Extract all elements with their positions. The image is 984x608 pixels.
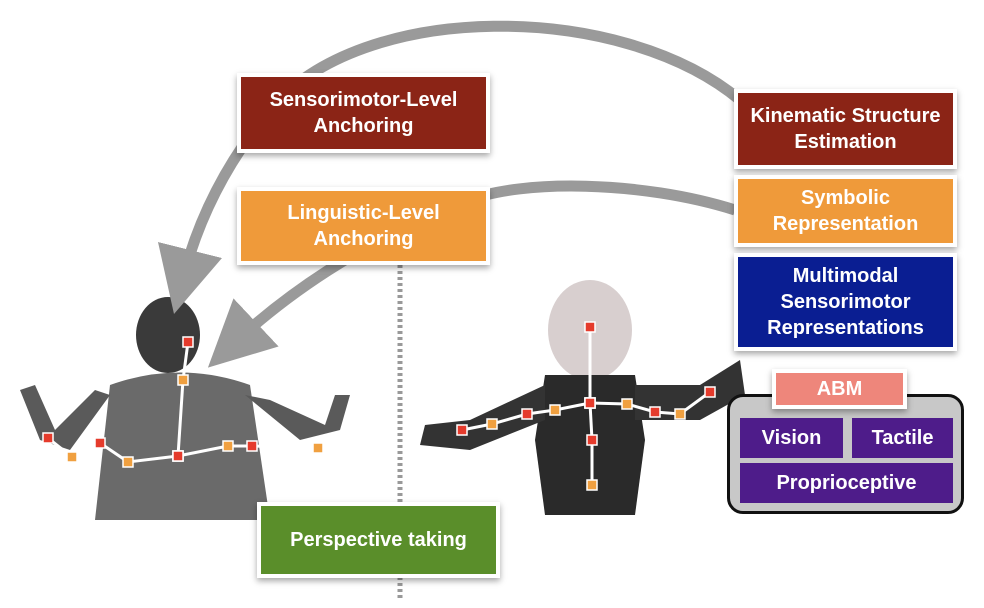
- multimodal-representations-box: Multimodal Sensorimotor Representations: [734, 253, 957, 351]
- skeleton-joint: [486, 418, 498, 430]
- skeleton-link: [588, 327, 594, 485]
- tactile-box: Tactile: [852, 418, 953, 458]
- symbolic-representation-box: Symbolic Representation: [734, 175, 957, 247]
- perspective-taking-box: Perspective taking: [257, 502, 500, 578]
- skeletons: [42, 321, 716, 491]
- skeleton-joint: [621, 398, 633, 410]
- sensorimotor-anchoring-box: Sensorimotor-Level Anchoring: [237, 73, 490, 153]
- proprioceptive-box: Proprioceptive: [740, 463, 953, 503]
- skeleton-link: [177, 444, 319, 458]
- skeleton-joint: [246, 440, 258, 452]
- skeleton-joint: [704, 386, 716, 398]
- vision-box: Vision: [740, 418, 843, 458]
- skeleton-joint: [122, 456, 134, 468]
- skeleton-joint: [312, 442, 324, 454]
- skeleton-joint: [66, 451, 78, 463]
- abm-box: ABM: [772, 369, 907, 409]
- kinematic-estimation-box: Kinematic Structure Estimation: [734, 89, 957, 169]
- skeleton-joint: [177, 374, 189, 386]
- human-demonstrator-image: [20, 297, 350, 520]
- skeleton-joint: [172, 450, 184, 462]
- skeleton-joint: [456, 424, 468, 436]
- skeleton-joint: [586, 434, 598, 446]
- robot-image: [420, 280, 745, 515]
- skeleton-joint: [182, 336, 194, 348]
- skeleton-joint: [586, 479, 598, 491]
- skeleton-joint: [584, 397, 596, 409]
- skeleton-joint: [521, 408, 533, 420]
- skeleton-joint: [42, 432, 54, 444]
- arrow-kinematic-to-human: [157, 20, 744, 315]
- skeleton-joint: [549, 404, 561, 416]
- skeleton-joint: [584, 321, 596, 333]
- skeleton-joint: [222, 440, 234, 452]
- skeleton-joint: [94, 437, 106, 449]
- skeleton-joint: [649, 406, 661, 418]
- linguistic-anchoring-box: Linguistic-Level Anchoring: [237, 187, 490, 265]
- skeleton-joint: [674, 408, 686, 420]
